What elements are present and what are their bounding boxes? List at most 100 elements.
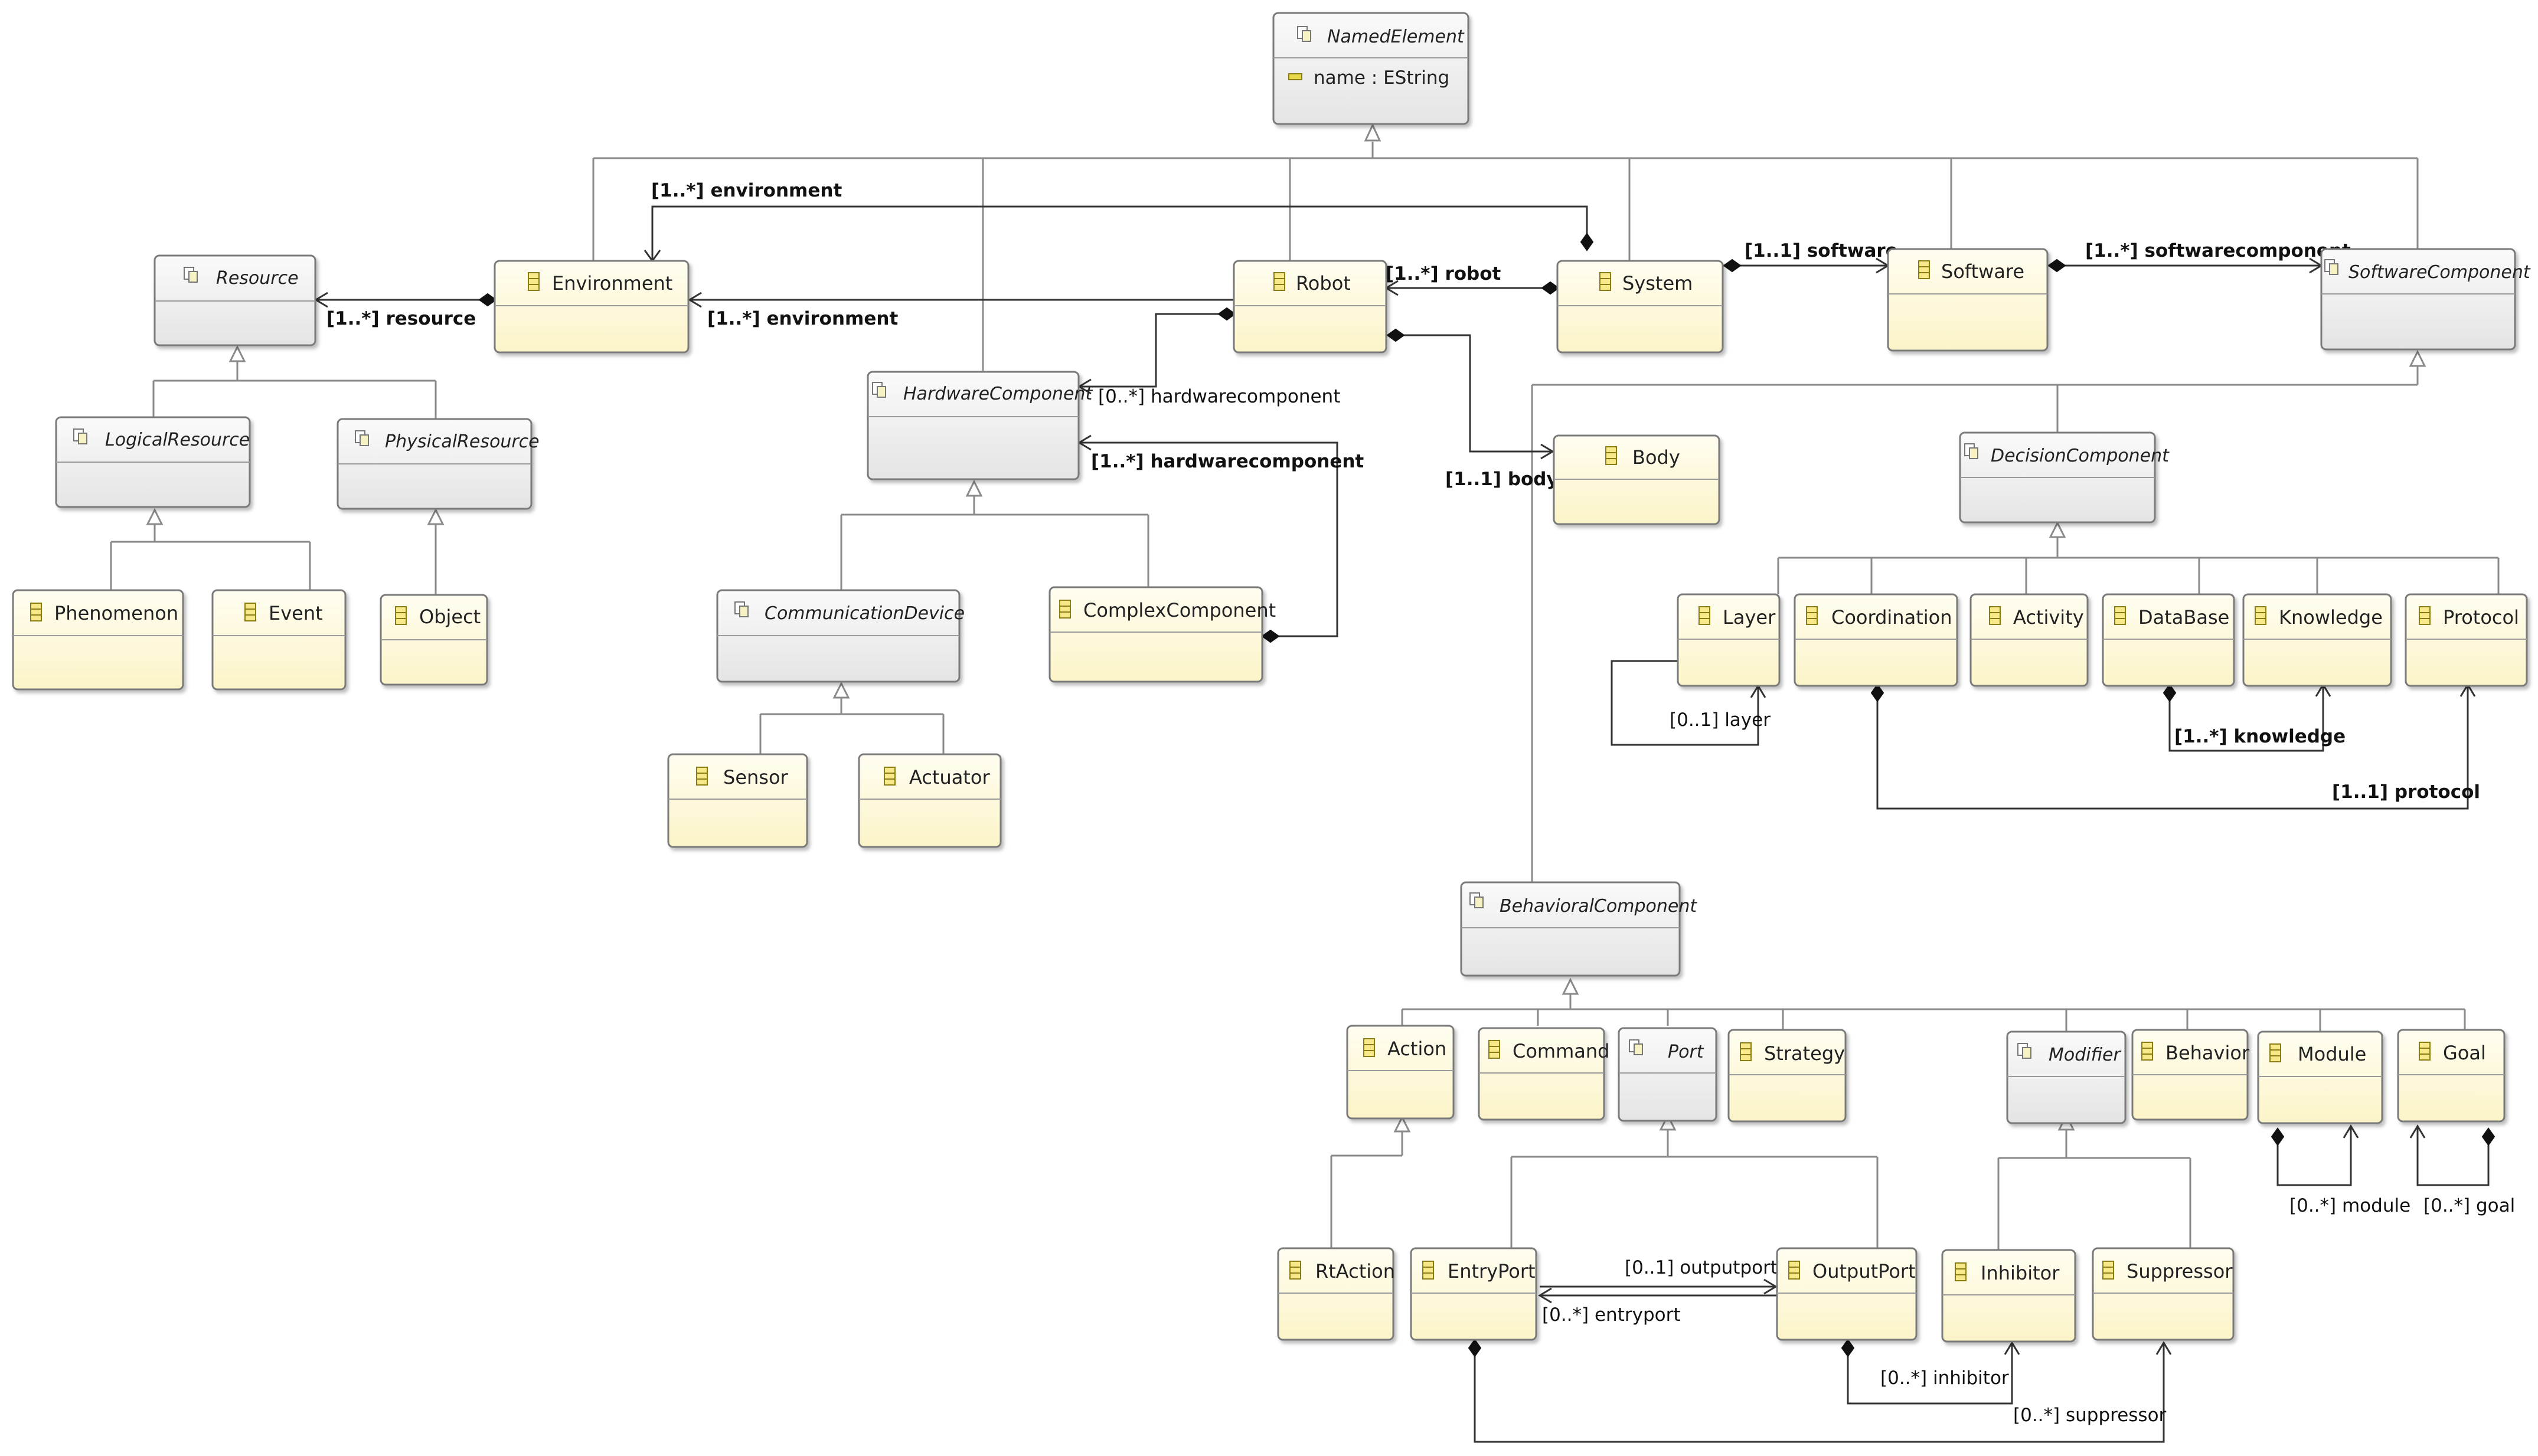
- class-knowledge[interactable]: Knowledge: [2242, 593, 2392, 687]
- class-icon: [1605, 446, 1617, 465]
- class-activity[interactable]: Activity: [1969, 593, 2089, 687]
- class-icon: [884, 767, 896, 786]
- generalization-arrowheads: [146, 123, 2426, 1133]
- class-modifier[interactable]: Modifier: [2006, 1030, 2127, 1124]
- class-strategy[interactable]: Strategy: [1727, 1029, 1847, 1123]
- class-sensor[interactable]: Sensor: [667, 753, 808, 848]
- class-icon: [1740, 1042, 1752, 1061]
- class-named-element[interactable]: NamedElement name : EString: [1272, 12, 1469, 125]
- class-action[interactable]: Action: [1346, 1025, 1455, 1120]
- abstract-class-icon: [73, 428, 87, 444]
- class-name: RtAction: [1315, 1260, 1395, 1282]
- class-icon: [1422, 1261, 1434, 1280]
- ref-label-env-robot: [1..*] environment: [707, 308, 898, 329]
- class-name: Knowledge: [2279, 606, 2383, 629]
- class-database[interactable]: DataBase: [2102, 593, 2235, 687]
- class-behavioral-component[interactable]: BehavioralComponent: [1460, 881, 1697, 977]
- class-icon: [696, 767, 708, 786]
- attribute-icon: [1288, 73, 1302, 80]
- class-name: Suppressor: [2127, 1260, 2233, 1282]
- class-name: ComplexComponent: [1083, 599, 1276, 621]
- class-physical-resource[interactable]: PhysicalResource: [337, 418, 540, 510]
- class-object[interactable]: Object: [380, 594, 488, 686]
- class-name: Resource: [216, 268, 299, 289]
- class-hardware-component[interactable]: HardwareComponent: [867, 371, 1093, 480]
- class-name: Phenomenon: [54, 602, 178, 624]
- class-name: CommunicationDevice: [765, 603, 965, 624]
- class-name: OutputPort: [1812, 1260, 1916, 1282]
- class-name: NamedElement: [1327, 27, 1465, 47]
- class-icon: [1599, 272, 1611, 291]
- class-behavior[interactable]: Behavior: [2131, 1029, 2250, 1121]
- class-name: BehavioralComponent: [1500, 896, 1697, 917]
- class-output-port[interactable]: OutputPort: [1776, 1247, 1918, 1341]
- class-name: HardwareComponent: [903, 384, 1093, 404]
- class-body[interactable]: Body: [1553, 434, 1720, 525]
- class-rt-action[interactable]: RtAction: [1277, 1247, 1395, 1341]
- class-name: Robot: [1296, 272, 1351, 295]
- class-command[interactable]: Command: [1478, 1027, 1609, 1121]
- ref-label-body: [1..1] body: [1445, 469, 1559, 490]
- ref-label-hw-complex: [1..*] hardwarecomponent: [1091, 451, 1364, 472]
- ref-label-module: [0..*] module: [2289, 1195, 2410, 1216]
- abstract-class-icon: [1964, 443, 1978, 459]
- class-logical-resource[interactable]: LogicalResource: [55, 416, 251, 508]
- class-icon: [1698, 606, 1710, 625]
- class-boxes: NamedElement name : EString Resource Log…: [12, 12, 2531, 1343]
- abstract-class-icon: [355, 430, 369, 446]
- ref-label-env-system: [1..*] environment: [651, 180, 842, 201]
- class-name: Behavior: [2165, 1042, 2250, 1064]
- class-port[interactable]: Port: [1618, 1027, 1717, 1122]
- class-coordination[interactable]: Coordination: [1794, 593, 1958, 687]
- class-icon: [30, 603, 42, 621]
- class-robot[interactable]: Robot: [1233, 260, 1387, 354]
- class-name: DataBase: [2138, 606, 2229, 629]
- class-software[interactable]: Software: [1887, 248, 2049, 352]
- class-icon: [1363, 1038, 1375, 1057]
- class-name: Command: [1513, 1040, 1609, 1062]
- ref-label-hw-robot: [0..*] hardwarecomponent: [1098, 386, 1340, 407]
- class-icon: [1806, 606, 1818, 625]
- class-name: Event: [269, 602, 323, 624]
- class-name: Sensor: [723, 766, 789, 788]
- class-inhibitor[interactable]: Inhibitor: [1941, 1249, 2076, 1343]
- class-software-component[interactable]: SoftwareComponent: [2320, 248, 2531, 351]
- class-name: Actuator: [909, 766, 990, 788]
- class-name: Object: [419, 606, 481, 628]
- class-icon: [1989, 606, 2001, 625]
- class-event[interactable]: Event: [211, 589, 347, 691]
- ref-label-goal: [0..*] goal: [2423, 1195, 2515, 1216]
- class-protocol[interactable]: Protocol: [2405, 593, 2528, 687]
- class-environment[interactable]: Environment: [494, 260, 690, 354]
- class-name: LogicalResource: [105, 430, 250, 450]
- class-goal[interactable]: Goal: [2397, 1029, 2506, 1123]
- class-system[interactable]: System: [1556, 260, 1724, 354]
- class-resource[interactable]: Resource: [153, 254, 316, 346]
- class-communication-device[interactable]: CommunicationDevice: [716, 589, 965, 683]
- class-complex-component[interactable]: ComplexComponent: [1048, 586, 1276, 683]
- class-phenomenon[interactable]: Phenomenon: [12, 589, 184, 691]
- class-icon: [1918, 260, 1930, 279]
- class-name: Inhibitor: [1981, 1262, 2060, 1284]
- abstract-class-icon: [1469, 892, 1484, 908]
- class-entry-port[interactable]: EntryPort: [1410, 1247, 1537, 1341]
- class-actuator[interactable]: Actuator: [858, 753, 1002, 848]
- class-name: Strategy: [1764, 1042, 1845, 1065]
- abstract-class-icon: [2017, 1043, 2031, 1059]
- class-icon: [2419, 1042, 2431, 1061]
- class-name: System: [1622, 272, 1693, 295]
- class-module[interactable]: Module: [2257, 1030, 2383, 1124]
- class-icon: [2255, 606, 2266, 625]
- class-decision-component[interactable]: DecisionComponent: [1959, 431, 2170, 523]
- ref-label-softwarecomponent: [1..*] softwarecomponent: [2085, 240, 2351, 261]
- ref-label-resource: [1..*] resource: [326, 308, 476, 329]
- class-name: SoftwareComponent: [2348, 262, 2531, 283]
- class-icon: [1955, 1262, 1967, 1281]
- class-name: Module: [2298, 1043, 2366, 1065]
- reference-lines: [314, 205, 2490, 1443]
- ref-label-suppressor: [0..*] suppressor: [2013, 1405, 2167, 1426]
- class-suppressor[interactable]: Suppressor: [2092, 1247, 2235, 1341]
- class-layer[interactable]: Layer: [1677, 593, 1781, 687]
- class-icon: [1788, 1261, 1800, 1280]
